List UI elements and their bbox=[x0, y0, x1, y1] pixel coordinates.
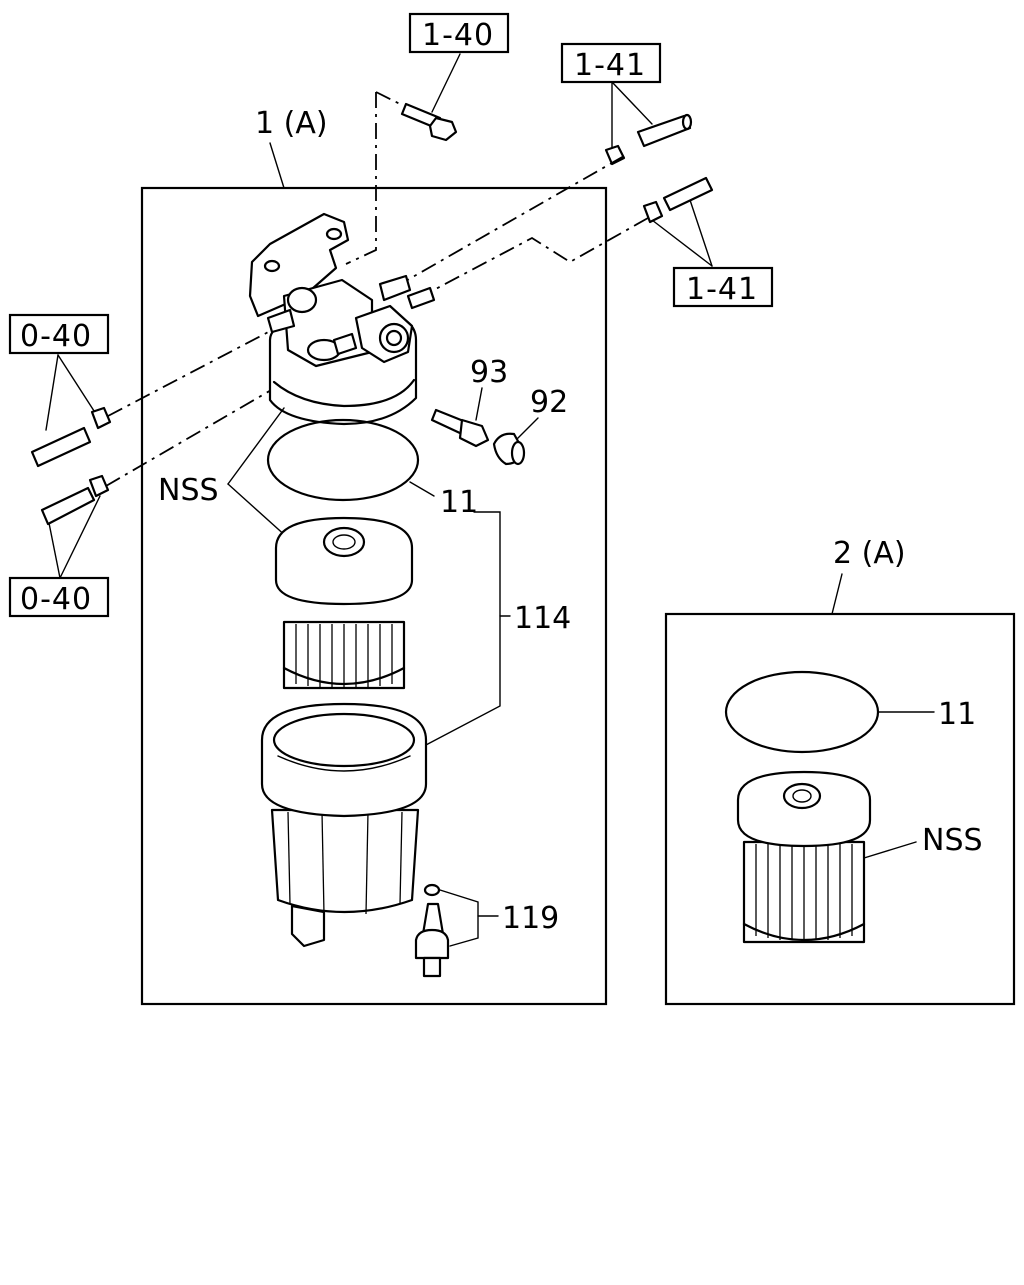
filter-head bbox=[248, 212, 436, 426]
sensor-hex bbox=[414, 928, 450, 960]
sensor-fitting-93 bbox=[430, 408, 490, 448]
hose-right-axis bbox=[429, 217, 649, 293]
mount-hole-top bbox=[325, 227, 343, 241]
nss-leader-element bbox=[227, 483, 289, 539]
ref-box-1-41-top bbox=[560, 42, 662, 84]
hose-top-pipe-end bbox=[681, 113, 693, 131]
ref-box-1-41-top-text: 1-41 bbox=[574, 48, 646, 83]
element-top-port-inner bbox=[332, 534, 356, 550]
head-nipple-right bbox=[406, 286, 436, 310]
drain-sensor-119 bbox=[414, 883, 450, 978]
callout-119-bracket bbox=[439, 889, 479, 947]
head-nipple-front bbox=[332, 332, 358, 356]
hose-right-pipe bbox=[662, 176, 714, 212]
head-outlet-bore bbox=[385, 329, 403, 347]
callout-11-leader bbox=[409, 481, 435, 497]
hose-left-lower-pipe bbox=[40, 486, 96, 526]
hose-1-41-top bbox=[403, 81, 693, 283]
assembly-1-label: 1 (A) bbox=[255, 106, 328, 141]
bowl-opening bbox=[272, 712, 416, 768]
filter-bowl bbox=[260, 702, 428, 948]
element-top-cap bbox=[274, 516, 414, 606]
hose-right-leader-b bbox=[651, 219, 713, 267]
bowl-lower bbox=[270, 808, 420, 914]
hose-right-clip bbox=[642, 200, 664, 224]
kit-element-bottom-cap bbox=[742, 922, 866, 942]
cap-92 bbox=[492, 432, 526, 466]
bolt-leader bbox=[431, 53, 461, 113]
nss-main-label: NSS bbox=[158, 473, 219, 508]
ref-box-1-41-right-text: 1-41 bbox=[686, 272, 758, 307]
head-nipple-left bbox=[266, 308, 296, 334]
hose-left-lower-leader-b bbox=[59, 495, 101, 579]
bowl-drain-plug bbox=[290, 904, 326, 948]
ref-box-1-41-right bbox=[672, 266, 774, 308]
hose-left-upper-leader-a bbox=[45, 354, 59, 431]
bolt-centerline bbox=[345, 92, 377, 265]
kit-element-top-port bbox=[782, 782, 822, 810]
element-top-port bbox=[322, 526, 366, 558]
callout-93-leader bbox=[475, 387, 483, 421]
hose-left-upper-pipe bbox=[30, 426, 92, 468]
hose-0-40-upper bbox=[30, 327, 277, 468]
callout-11-label: 11 bbox=[440, 485, 478, 520]
o-ring-11 bbox=[266, 418, 420, 502]
ref-box-0-40-lower-text: 0-40 bbox=[20, 582, 92, 617]
mount-hole-left bbox=[263, 259, 281, 273]
bowl-inner-line bbox=[277, 755, 411, 772]
bowl-ribs bbox=[287, 811, 403, 915]
kit-nss-label: NSS bbox=[922, 823, 983, 858]
head-nipple-top bbox=[378, 274, 412, 302]
callout-119-label: 119 bbox=[502, 901, 559, 936]
sensor-washer bbox=[423, 883, 441, 897]
hose-left-upper-clip bbox=[90, 406, 112, 430]
callout-114-bracket bbox=[423, 511, 501, 747]
hose-left-lower-clip bbox=[88, 474, 110, 498]
hose-top-leader-b bbox=[611, 81, 653, 125]
ref-box-1-40-text: 1-40 bbox=[422, 18, 494, 53]
cap-92-face bbox=[510, 440, 526, 466]
ref-box-0-40-upper bbox=[8, 313, 110, 355]
kit-nss-leader bbox=[863, 841, 917, 859]
hose-left-upper-leader-b bbox=[57, 354, 97, 415]
kit-element-top-port-inner bbox=[792, 789, 812, 803]
kit-filter-element bbox=[736, 770, 872, 944]
mount-bracket bbox=[248, 212, 350, 318]
callout-114-label: 114 bbox=[514, 601, 571, 636]
kit-callout-11-label: 11 bbox=[938, 697, 976, 732]
hose-1-41-right bbox=[429, 176, 714, 293]
callout-93-label: 93 bbox=[470, 355, 508, 390]
ref-box-1-40 bbox=[408, 12, 510, 54]
head-port-left bbox=[286, 286, 318, 314]
element-bottom-cap bbox=[282, 666, 406, 686]
ref-box-0-40-upper-text: 0-40 bbox=[20, 319, 92, 354]
filter-element-main bbox=[274, 516, 414, 690]
head-rim-line bbox=[272, 378, 416, 408]
ref-box-0-40-lower bbox=[8, 576, 110, 618]
fitting-93-hex bbox=[458, 418, 490, 448]
callout-92-label: 92 bbox=[530, 385, 568, 420]
bolt-axis bbox=[375, 91, 401, 105]
hose-left-lower-leader-a bbox=[47, 517, 61, 579]
bolt-1-40 bbox=[345, 53, 461, 265]
assembly-1-leader bbox=[269, 142, 285, 189]
assembly-2-label: 2 (A) bbox=[833, 536, 906, 571]
kit-element-pleats bbox=[755, 844, 853, 940]
callout-92-leader bbox=[515, 417, 539, 441]
hose-left-upper-axis bbox=[107, 327, 277, 417]
nss-leader-head bbox=[227, 407, 285, 485]
hose-right-leader-a bbox=[689, 199, 713, 267]
assembly-2-leader bbox=[831, 573, 843, 615]
bolt-head bbox=[428, 116, 458, 142]
hose-top-axis bbox=[403, 155, 625, 283]
sensor-connector bbox=[422, 956, 442, 978]
